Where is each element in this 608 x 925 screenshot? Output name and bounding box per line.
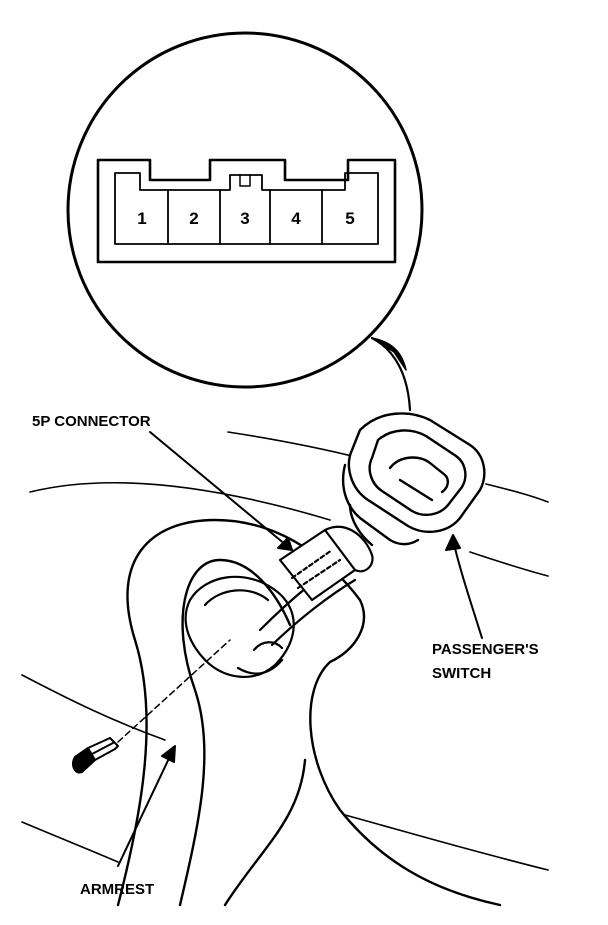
armrest-label: ARMREST (80, 881, 154, 898)
leader-lines (117, 431, 483, 867)
pin-label: 4 (291, 209, 301, 228)
pin-label: 2 (189, 209, 198, 228)
connector-face (96, 158, 397, 264)
connector-pin-labels: 1 2 3 4 5 (137, 209, 354, 228)
screw (72, 639, 231, 774)
pin-label: 5 (345, 209, 354, 228)
pin-label: 1 (137, 209, 146, 228)
passenger-switch-label-line2: SWITCH (432, 665, 491, 682)
pin-label: 3 (240, 209, 249, 228)
switch-pocket (184, 575, 295, 678)
passenger-switch (341, 412, 486, 547)
callout-labels: 5P CONNECTOR PASSENGER'S SWITCH ARMREST (32, 413, 539, 898)
passenger-switch-label-line1: PASSENGER'S (432, 641, 539, 658)
harness-connector (278, 525, 374, 602)
magnified-view-circle (66, 31, 424, 412)
door-panel-lines (21, 431, 549, 871)
connector-label: 5P CONNECTOR (32, 413, 151, 430)
